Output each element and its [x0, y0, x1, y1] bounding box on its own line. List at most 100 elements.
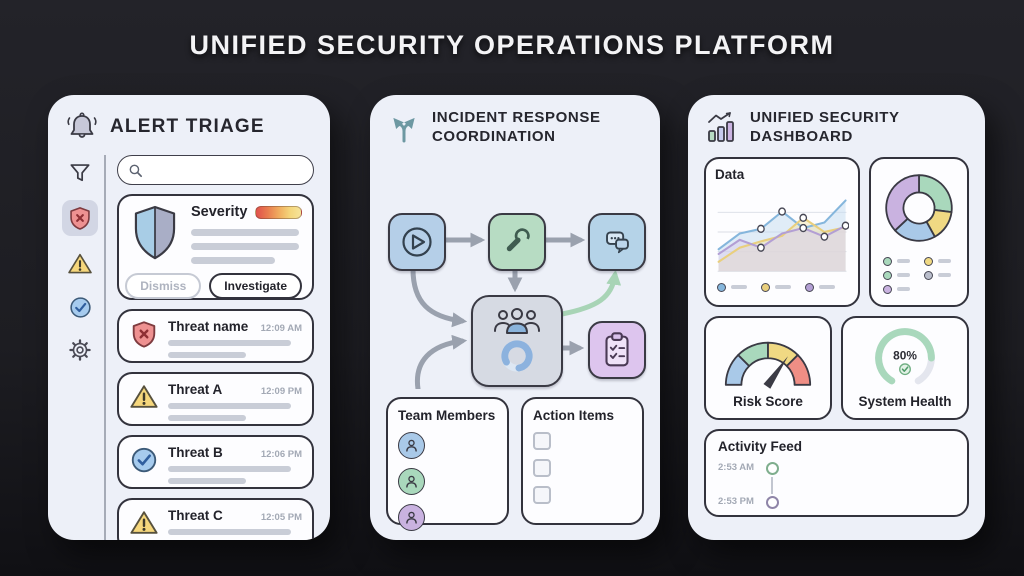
donut-chart-legend	[877, 256, 961, 294]
dashboard-row-charts: Data	[704, 156, 969, 307]
placeholder-line	[168, 478, 246, 484]
alert-triage-panel: ALERT TRIAGE	[48, 95, 330, 540]
placeholder-line	[191, 257, 276, 264]
legend-item	[883, 270, 914, 280]
checkbox[interactable]	[533, 431, 551, 450]
search-bar[interactable]	[117, 155, 314, 185]
health-ring: 80%	[875, 327, 935, 384]
risk-score-card: Risk Score	[704, 315, 832, 420]
placeholder-line	[168, 466, 292, 472]
trend-chart-legend	[715, 282, 849, 292]
severity-label: Severity	[191, 204, 248, 220]
legend-item	[883, 256, 914, 266]
arrow-members-to-team	[414, 334, 468, 389]
spinner-icon	[501, 340, 533, 372]
sidebar-item-threats-active[interactable]	[62, 200, 98, 236]
person-icon	[406, 475, 417, 487]
legend-item	[761, 282, 791, 292]
risk-gauge	[724, 341, 812, 389]
alert-row-threat-b[interactable]: Threat B 12:06 PM	[117, 435, 314, 489]
timeline-dot	[765, 495, 779, 509]
sidebar-item-filter[interactable]	[65, 157, 95, 187]
team-member-row	[398, 503, 497, 531]
alert-row-threat-a[interactable]: Threat A 12:09 PM	[117, 372, 314, 426]
arrow-play-to-team	[410, 266, 468, 327]
threat-timestamp: 12:06 PM	[260, 449, 302, 460]
chat-icon	[606, 231, 629, 253]
avatar	[398, 467, 425, 495]
play-icon	[402, 226, 432, 257]
avatar	[398, 503, 425, 531]
sidebar-item-warnings[interactable]	[65, 249, 95, 279]
wrench-icon	[506, 227, 530, 251]
team-icon	[494, 308, 540, 334]
donut-chart-card	[869, 156, 969, 307]
dashboard-header: UNIFIED SECURITY DASHBOARD	[704, 109, 969, 147]
placeholder-line	[191, 229, 299, 236]
shield-x-icon	[70, 207, 90, 230]
legend-item	[924, 256, 955, 266]
activity-timestamp: 2:53 PM	[718, 495, 754, 507]
trend-line-chart	[717, 198, 850, 272]
threat-name: Threat A	[168, 382, 223, 397]
avatar	[398, 431, 425, 459]
threat-timestamp: 12:09 PM	[260, 386, 302, 397]
legend-item	[924, 270, 955, 280]
check-circle-icon	[131, 447, 157, 473]
team-members-title: Team Members	[398, 407, 496, 423]
alert-list-area: Severity Dismiss Investigate	[117, 155, 314, 540]
activity-feed-card: Activity Feed 2:53 AM 2:53 PM	[704, 428, 969, 517]
legend-item	[717, 282, 747, 292]
flow-node-team-hub	[471, 294, 563, 387]
alert-row-threat-c[interactable]: Threat C 12:05 PM	[117, 498, 314, 540]
alert-row-threat-name[interactable]: Threat name 12:09 AM	[117, 309, 314, 363]
team-members-card: Team Members	[386, 396, 509, 531]
dismiss-button[interactable]: Dismiss	[125, 273, 202, 299]
incident-response-title-line1: INCIDENT RESPONSE	[432, 109, 601, 126]
investigate-button[interactable]: Investigate	[209, 273, 302, 299]
threat-timestamp: 12:05 PM	[260, 512, 302, 523]
branch-arrows-icon	[393, 117, 415, 143]
legend-item	[805, 282, 835, 292]
timeline-dot	[765, 461, 779, 475]
activity-event-row: 2:53 PM	[718, 495, 955, 509]
action-items-card: Action Items	[521, 396, 644, 525]
incident-cards: Team Members	[386, 396, 644, 531]
flow-arrows	[410, 232, 622, 389]
dashboard-panel: UNIFIED SECURITY DASHBOARD Data Risk Sco…	[688, 95, 985, 540]
team-member-row	[398, 467, 497, 495]
page-title: UNIFIED SECURITY OPERATIONS PLATFORM	[189, 30, 835, 60]
legend-item	[883, 284, 914, 294]
sidebar-item-settings[interactable]	[65, 335, 95, 365]
action-items-title: Action Items	[533, 407, 615, 423]
incident-response-title: INCIDENT RESPONSE COORDINATION	[432, 109, 601, 147]
action-item-row	[533, 485, 632, 504]
sidebar-item-resolved[interactable]	[65, 292, 95, 322]
filter-icon	[70, 164, 90, 182]
action-item-row	[533, 458, 632, 477]
warning-triangle-icon	[130, 511, 158, 534]
checkbox[interactable]	[533, 458, 551, 477]
dashboard-row-gauges: Risk Score 80% System Health	[704, 315, 969, 420]
checkbox[interactable]	[533, 485, 551, 504]
activity-timestamp: 2:53 AM	[718, 461, 755, 473]
timeline-connector	[771, 476, 773, 494]
team-member-row	[398, 431, 497, 459]
flow-node-remediate	[488, 212, 546, 271]
svg-text:80%: 80%	[893, 348, 917, 362]
placeholder-line	[168, 352, 246, 358]
search-input[interactable]	[150, 162, 304, 178]
data-card-label: Data	[715, 166, 745, 182]
arrow-team-to-chat-green	[559, 269, 622, 316]
checklist-icon	[605, 331, 629, 366]
action-item-row	[533, 431, 632, 450]
incident-response-panel: INCIDENT RESPONSE COORDINATION	[370, 95, 660, 540]
incident-response-title-line2: COORDINATION	[432, 127, 556, 145]
featured-alert-card[interactable]: Severity Dismiss Investigate	[117, 194, 314, 300]
shield-x-icon	[132, 321, 156, 348]
alert-triage-header: ALERT TRIAGE	[64, 109, 314, 145]
check-circle-icon	[69, 296, 91, 318]
threat-timestamp: 12:09 AM	[260, 323, 302, 334]
threat-name: Threat C	[168, 508, 223, 523]
warning-triangle-icon	[130, 385, 158, 408]
